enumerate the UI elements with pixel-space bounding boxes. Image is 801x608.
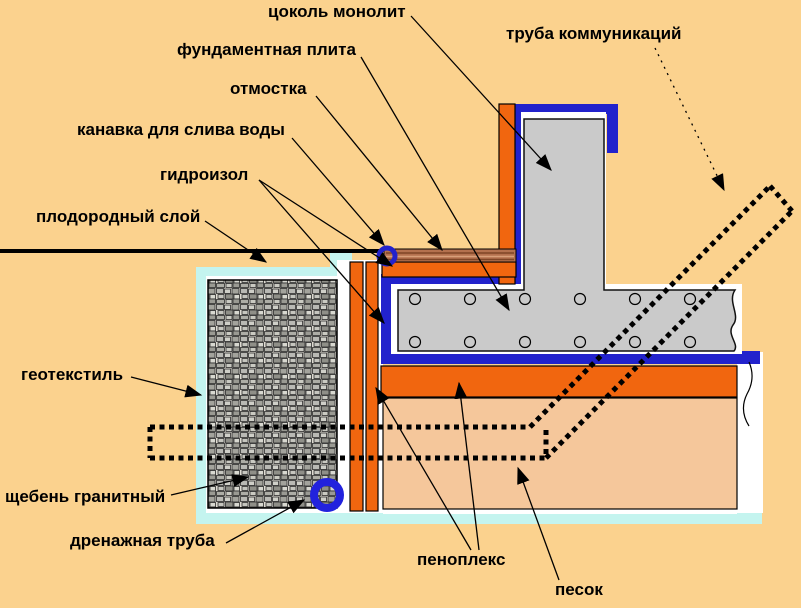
leader-pesok	[517, 466, 560, 581]
break-line-squiggle	[742, 361, 753, 427]
penoplex-vertical-strips	[349, 261, 379, 512]
label-fundamentnaya-plita: фундаментная плита	[177, 40, 356, 59]
label-drenazhnaya-truba: дренажная труба	[70, 531, 215, 550]
drainage-pipe-ring	[310, 478, 344, 512]
plinth-and-foundation-slab	[397, 118, 737, 352]
label-truba-kommunikacij: труба коммуникаций	[506, 24, 682, 43]
penoplex-horizontal-band	[380, 365, 738, 398]
leader-gidroizol-2	[258, 179, 385, 324]
label-otmostka: отмостка	[230, 79, 307, 98]
leader-plita	[360, 56, 510, 312]
leader-cokol	[410, 15, 552, 171]
leader-otmostka	[315, 95, 443, 252]
label-kanavka: канавка для слива воды	[77, 120, 285, 139]
label-plodorodny-sloy: плодородный слой	[36, 207, 201, 226]
ground-level-line	[0, 249, 380, 253]
label-gidroizol: гидроизол	[160, 165, 249, 184]
leader-shcheben	[170, 474, 250, 496]
leader-penoplex-2	[375, 386, 472, 551]
leader-geotextil	[130, 376, 203, 398]
leader-plodorodny	[204, 220, 268, 263]
leader-gidroizol-1	[258, 179, 394, 267]
otmostka-assembly	[381, 103, 517, 285]
communications-pipe-dashed	[147, 184, 794, 461]
leader-penoplex-1	[454, 381, 480, 551]
label-geotextil: геотекстиль	[21, 365, 124, 384]
leader-truba-dotted	[654, 47, 725, 192]
rebar-circles	[408, 292, 697, 349]
label-pesok: песок	[555, 580, 603, 599]
sand-layer	[382, 397, 738, 510]
leader-kanavka	[291, 137, 385, 246]
label-cokol-monolit: цоколь монолит	[268, 2, 406, 21]
label-penoplex: пеноплекс	[417, 550, 506, 569]
leader-lines	[130, 15, 725, 581]
gravel-block	[207, 279, 338, 509]
leader-drenazh	[225, 499, 306, 544]
label-shcheben-granitny: щебень гранитный	[5, 487, 166, 506]
